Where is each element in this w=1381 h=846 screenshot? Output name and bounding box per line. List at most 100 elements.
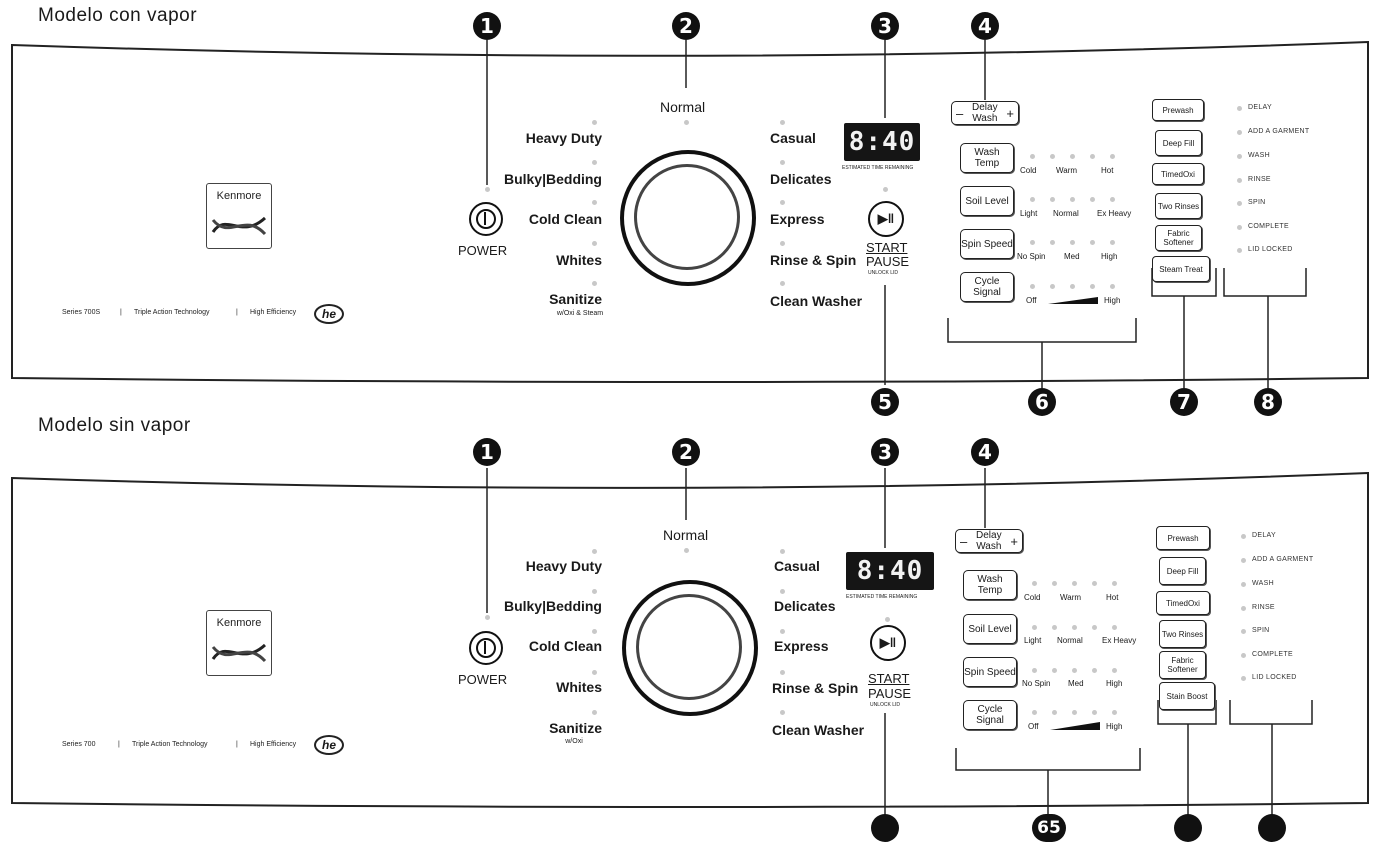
power-button-b[interactable] [469,631,503,665]
heading-steam-model: Modelo con vapor [38,5,198,26]
option-two-rinses[interactable]: Two Rinses [1155,193,1202,219]
option-deep-fill-b[interactable]: Deep Fill [1159,557,1206,585]
wash-temp-opt-warm-b: Warm [1060,593,1082,602]
start-pause-button-b[interactable]: ▶‖ [870,625,906,661]
program-heavy-duty[interactable]: Heavy Duty [525,130,602,146]
time-display: 8:40 [844,123,920,161]
callout-1: 1 [473,12,501,40]
soil-level-button[interactable]: Soil Level [960,186,1014,216]
footer-tech: Triple Action Technology [134,309,210,316]
program-rinse-spin-b[interactable]: Rinse & Spin [772,680,859,696]
program-casual-b[interactable]: Casual [774,558,820,574]
he-logo-b: he [314,735,344,755]
soil-level-button-b[interactable]: Soil Level [963,614,1017,644]
spin-speed-button[interactable]: Spin Speed [960,229,1014,259]
soil-opt-light: Light [1020,209,1038,218]
footer-he-text: High Efficiency [250,309,297,316]
delay-wash-button-b[interactable]: – Delay Wash + [955,529,1023,553]
spin-opt-med-b: Med [1068,679,1084,688]
spin-opt-no-spin-b: No Spin [1022,679,1051,688]
soil-opt-light-b: Light [1024,636,1042,645]
display-caption: ESTIMATED TIME REMAINING [842,165,914,171]
soil-opt-ex-heavy: Ex Heavy [1097,209,1132,218]
delay-minus-b[interactable]: – [960,533,968,549]
cycle-signal-button[interactable]: Cycle Signal [960,272,1014,302]
wash-temp-button-b[interactable]: Wash Temp [963,570,1017,600]
program-clean-washer-b[interactable]: Clean Washer [772,722,865,738]
option-deep-fill[interactable]: Deep Fill [1155,130,1202,156]
program-rinse-spin[interactable]: Rinse & Spin [770,252,857,268]
program-whites-b[interactable]: Whites [556,679,602,695]
footer-sep-1b: | [118,741,120,748]
program-heavy-duty-b[interactable]: Heavy Duty [525,558,602,574]
start-pause-button[interactable]: ▶‖ [868,201,904,237]
heading-no-steam-model: Modelo sin vapor [38,415,191,436]
kenmore-logo: Kenmore [206,183,272,249]
panel-steam: 1 2 3 4 5 6 7 8 Kenmore Series 700S | Tr… [0,0,1381,416]
callout-7: 7 [1170,388,1198,416]
program-delicates[interactable]: Delicates [770,171,832,187]
wash-temp-opt-cold-b: Cold [1024,593,1041,602]
wash-temp-opt-cold: Cold [1020,166,1037,175]
option-fabric-softener[interactable]: Fabric Softener [1155,225,1202,251]
program-cold-clean[interactable]: Cold Clean [528,211,602,227]
footer-sep-2b: | [236,741,238,748]
callout-1b: 1 [473,438,501,466]
panel-no-steam: 1 2 3 4 65 Kenmore Series 700 | Triple A… [0,428,1381,846]
program-sanitize-b[interactable]: Sanitize [549,720,602,736]
cycle-dial[interactable] [620,150,756,286]
start-label: START [866,240,908,255]
program-express[interactable]: Express [770,211,825,227]
option-steam-treat[interactable]: Steam Treat [1152,256,1210,282]
option-prewash[interactable]: Prewash [1152,99,1204,121]
cycle-signal-button-b[interactable]: Cycle Signal [963,700,1017,730]
wash-temp-button[interactable]: Wash Temp [960,143,1014,173]
program-normal-b[interactable]: Normal [663,527,709,543]
spin-opt-no-spin: No Spin [1017,252,1046,261]
option-timedoxi-b[interactable]: TimedOxi [1156,591,1210,615]
status-delay: DELAY [1248,104,1272,111]
spin-opt-high-b: High [1106,679,1123,688]
program-casual[interactable]: Casual [770,130,816,146]
program-express-b[interactable]: Express [774,638,829,654]
delay-wash-label: Delay Wash [972,102,998,124]
spin-speed-button-b[interactable]: Spin Speed [963,657,1017,687]
cycle-dial-b[interactable] [622,580,758,716]
kenmore-wave-icon [211,216,267,236]
delay-wash-button[interactable]: – Delay Wash + [951,101,1019,125]
program-bulky-bedding[interactable]: Bulky|Bedding [503,171,602,187]
delay-plus-b[interactable]: + [1010,533,1018,549]
brand-text: Kenmore [216,190,262,202]
program-delicates-b[interactable]: Delicates [774,598,836,614]
signal-opt-off: Off [1026,296,1037,305]
program-clean-washer[interactable]: Clean Washer [770,293,863,309]
program-whites[interactable]: Whites [556,252,602,268]
option-stain-boost-b[interactable]: Stain Boost [1159,682,1215,710]
option-two-rinses-b[interactable]: Two Rinses [1159,620,1206,648]
callout-8b [1258,814,1286,842]
program-cold-clean-b[interactable]: Cold Clean [528,638,602,654]
signal-opt-high-b: High [1106,722,1123,731]
sanitize-subtitle-b: w/Oxi [565,738,583,745]
status-complete: COMPLETE [1248,223,1289,230]
option-prewash-b[interactable]: Prewash [1156,526,1210,550]
footer-he-text-b: High Efficiency [250,741,297,748]
callout-5: 5 [871,388,899,416]
callout-4b: 4 [971,438,999,466]
delay-minus[interactable]: – [956,105,964,121]
delay-plus[interactable]: + [1006,105,1014,121]
callout-65: 65 [1032,814,1066,842]
program-bulky-bedding-b[interactable]: Bulky|Bedding [503,598,602,614]
power-button[interactable] [469,202,503,236]
status-wash: WASH [1248,152,1270,159]
option-fabric-softener-b[interactable]: Fabric Softener [1159,651,1206,679]
sanitize-subtitle: w/Oxi & Steam [556,310,604,317]
play-pause-icon: ▶‖ [877,211,895,226]
display-caption-b: ESTIMATED TIME REMAINING [846,594,918,600]
callout-8: 8 [1254,388,1282,416]
footer-tech-b: Triple Action Technology [132,741,208,748]
program-normal[interactable]: Normal [660,99,706,115]
status-spin-b: SPIN [1252,627,1270,634]
option-timedoxi[interactable]: TimedOxi [1152,163,1204,185]
program-sanitize[interactable]: Sanitize [549,291,602,307]
